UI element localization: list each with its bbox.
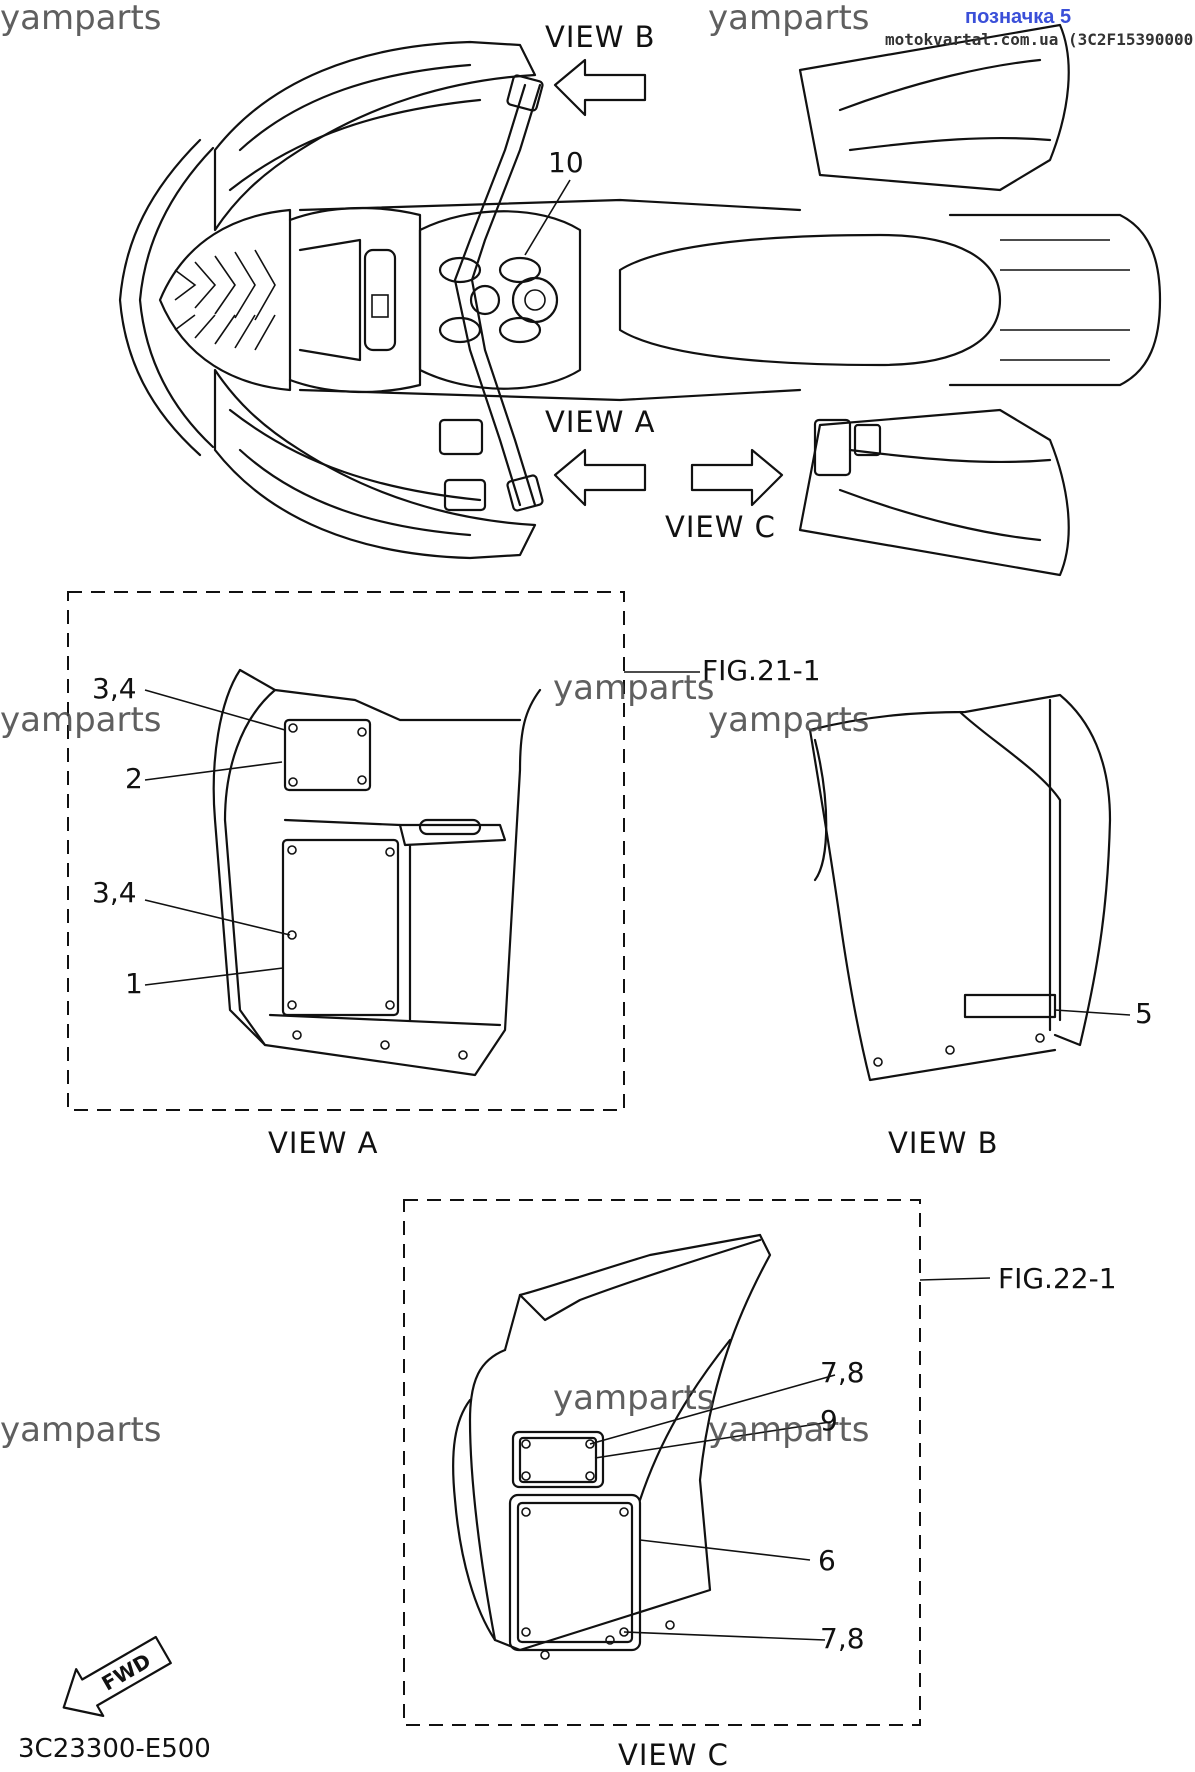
fig-21-1-label: FIG.21-1	[702, 654, 821, 687]
callout-a-2: 2	[125, 762, 143, 795]
callout-10: 10	[548, 146, 584, 179]
fig-22-1-label: FIG.22-1	[998, 1262, 1117, 1295]
arrow-view-b	[553, 58, 647, 117]
corner-tag: позначка 5	[965, 6, 1072, 28]
view-c-caption: VIEW C	[618, 1738, 729, 1772]
watermark: yamparts	[0, 0, 162, 38]
watermark: yamparts	[553, 1378, 715, 1418]
callout-a-1: 1	[125, 967, 143, 1000]
view-a-label-top: VIEW A	[545, 405, 656, 439]
watermark: yamparts	[708, 700, 870, 740]
atv-top-view	[118, 23, 1162, 577]
fwd-arrow	[62, 1635, 172, 1717]
view-a-panel	[67, 591, 700, 1111]
watermark: yamparts	[0, 700, 162, 740]
source-line: motokvartal.com.ua (3C2F15390000)	[885, 30, 1195, 49]
arrow-view-a	[553, 448, 647, 507]
view-a-caption: VIEW A	[268, 1126, 379, 1160]
callout-a-3-4-mid: 3,4	[92, 876, 137, 909]
diagram-code: 3C23300-E500	[18, 1734, 211, 1764]
watermark: yamparts	[708, 0, 870, 38]
watermark: yamparts	[553, 668, 715, 708]
callout-c-6: 6	[818, 1544, 836, 1577]
view-b-label-top: VIEW B	[545, 20, 656, 54]
watermark: yamparts	[0, 1410, 162, 1450]
view-b-caption: VIEW B	[888, 1126, 999, 1160]
view-c-panel	[403, 1199, 991, 1726]
view-b-panel	[808, 693, 1131, 1082]
callout-b-5: 5	[1135, 997, 1153, 1030]
arrow-view-c	[690, 448, 784, 507]
callout-c-9: 9	[820, 1404, 838, 1437]
watermark: yamparts	[708, 1410, 870, 1450]
callout-c-7-8-bottom: 7,8	[820, 1622, 865, 1655]
callout-a-3-4-top: 3,4	[92, 672, 137, 705]
view-c-label-top: VIEW C	[665, 510, 776, 544]
callout-c-7-8-top: 7,8	[820, 1356, 865, 1389]
